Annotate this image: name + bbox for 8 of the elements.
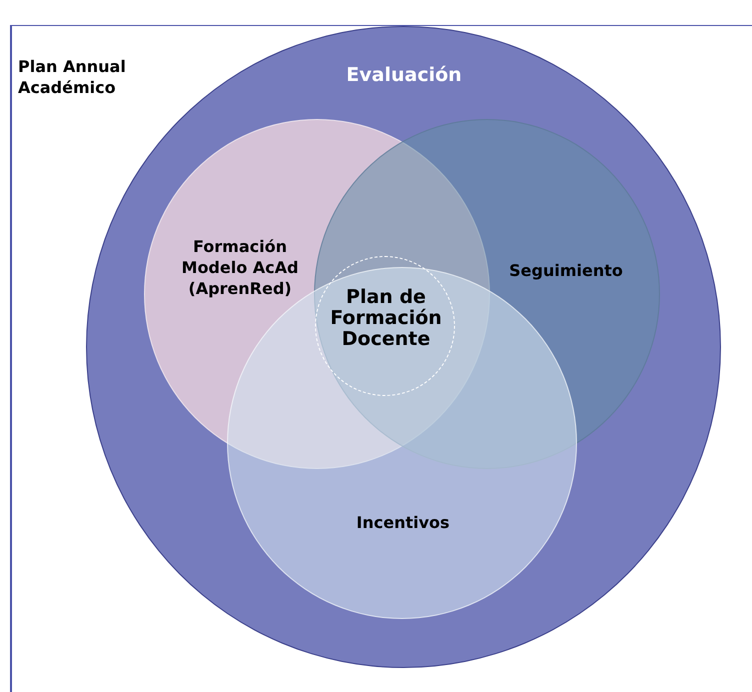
circle-label: Formación Modelo AcAd (AprenRed) <box>180 236 300 299</box>
circle-label: Plan de Formación Docente <box>329 287 443 350</box>
circle-label: Evaluación <box>345 65 463 86</box>
frame-box <box>10 25 752 692</box>
circle-label: Incentivos <box>355 512 451 533</box>
center-circle <box>315 256 455 396</box>
circle-label: Seguimiento <box>508 260 624 281</box>
circle-label: Plan Annual Académico <box>18 56 127 98</box>
